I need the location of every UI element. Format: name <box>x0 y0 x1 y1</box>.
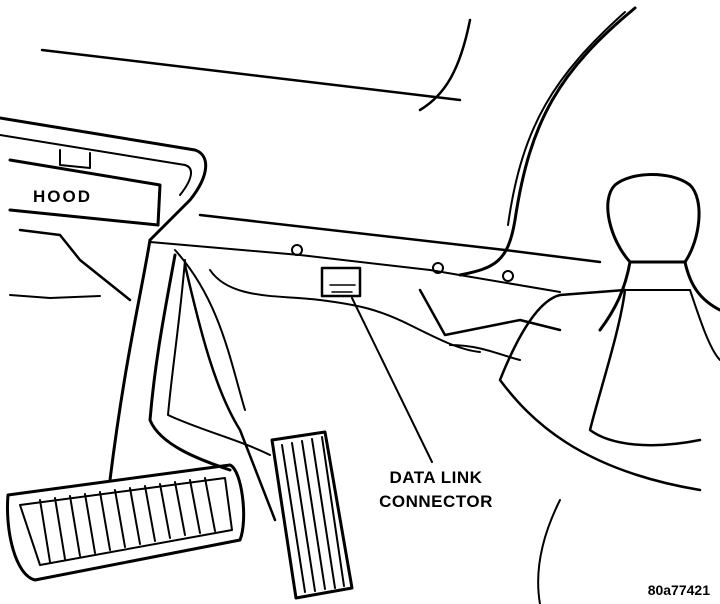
left-panel-mid <box>0 134 192 196</box>
left-lower-trim <box>18 228 132 302</box>
brake-pedal-ribs <box>39 477 216 563</box>
screw-2 <box>432 262 444 274</box>
brake-pedal-pad-inner <box>19 477 233 566</box>
wire-harness-2 <box>449 344 521 361</box>
under-dash-jagged <box>209 269 481 353</box>
connector-detail <box>329 284 356 293</box>
brake-arm-inner <box>148 253 232 472</box>
dash-panel-top-edge <box>40 48 462 102</box>
accel-arm <box>183 263 277 522</box>
shifter-boot <box>558 288 702 447</box>
left-squiggle <box>9 294 101 299</box>
brake-pedal-pad <box>6 463 246 582</box>
shifter-knob <box>606 173 701 264</box>
dash-underside-line <box>149 241 561 293</box>
screw-1 <box>291 244 303 256</box>
console-inner <box>624 289 720 361</box>
dash-lower-edge <box>198 213 602 264</box>
dash-panel-right-curve-inner <box>507 11 626 226</box>
callout-line-2: CONNECTOR <box>379 492 493 511</box>
hood-release-box <box>8 158 162 227</box>
floor-curve <box>537 499 561 604</box>
brake-arm-inner2 <box>167 259 271 456</box>
data-link-connector-callout: DATA LINK CONNECTOR <box>346 466 526 514</box>
dash-panel-swoosh <box>418 18 472 112</box>
callout-line-1: DATA LINK <box>389 468 483 487</box>
hood-release-tab <box>59 149 91 169</box>
screw-3 <box>502 270 514 282</box>
kick-panel-curve <box>174 249 246 411</box>
brake-arm-outer <box>108 238 152 482</box>
wire-harness <box>418 288 562 337</box>
callout-leader-line <box>351 297 433 463</box>
console-side <box>498 293 702 492</box>
shifter-shaft <box>598 260 720 332</box>
connector-body <box>320 266 362 298</box>
left-panel-upper <box>0 116 208 242</box>
hood-release-label: HOOD <box>33 187 92 206</box>
dash-panel-right-curve <box>458 6 637 277</box>
accel-pedal-pad <box>270 430 354 600</box>
figure-number: 80a77421 <box>647 582 710 598</box>
accel-pedal-ribs <box>281 436 345 593</box>
